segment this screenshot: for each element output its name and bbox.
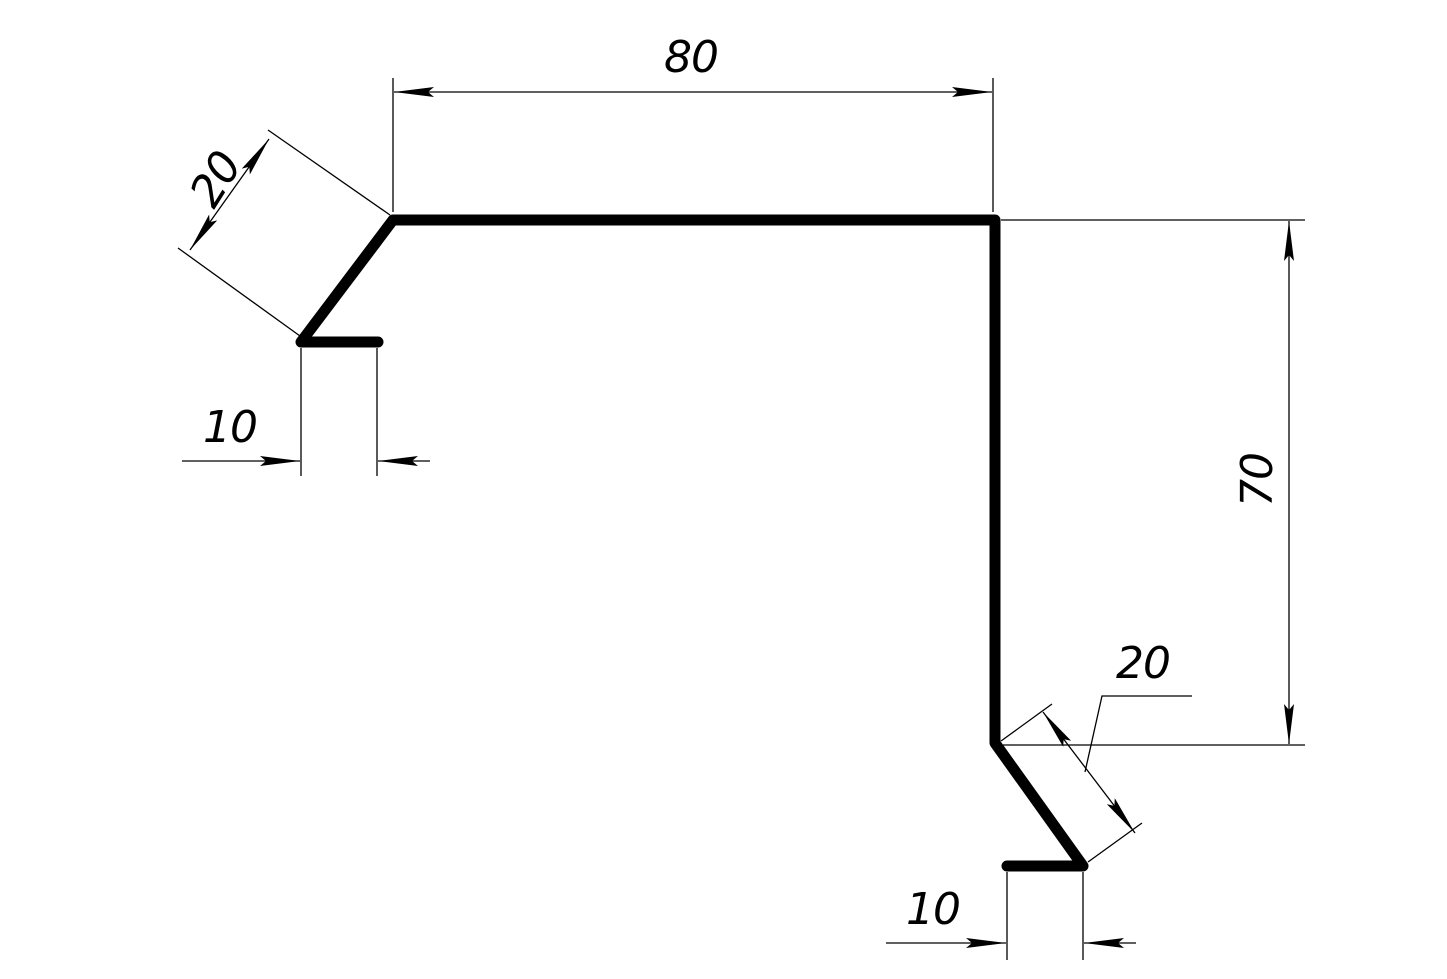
lower-bend-dimension-line — [1042, 711, 1136, 834]
lower-flange-label: 10 — [906, 884, 960, 935]
height-label: 70 — [1232, 453, 1283, 507]
upper-flange-label: 10 — [203, 402, 257, 453]
lower-bend-extension-2 — [1087, 822, 1143, 863]
profile-outline — [295, 214, 1089, 872]
top-width-label: 80 — [664, 32, 718, 83]
upper-bend-dimension-line — [189, 138, 270, 251]
lower-bend-leader — [1084, 695, 1192, 773]
upper-bend-extension-1 — [267, 129, 391, 216]
lower-bend-extension-1 — [1000, 703, 1053, 742]
upper-bend-extension-2 — [177, 247, 301, 337]
lower-bend-label: 20 — [1116, 638, 1170, 689]
upper-bend-label: 20 — [180, 143, 252, 216]
